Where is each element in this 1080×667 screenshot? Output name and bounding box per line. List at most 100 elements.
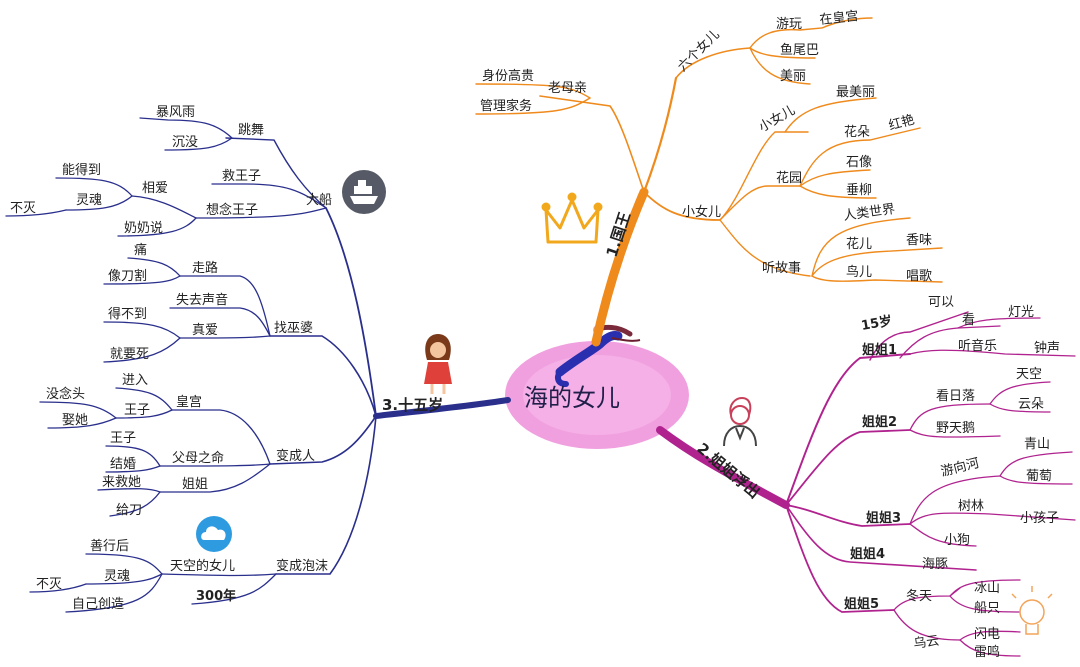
branch-2-label: 2.姐姐浮出 xyxy=(693,439,763,502)
b1-human-world: 人类世界 xyxy=(842,202,896,224)
woman-icon xyxy=(723,396,757,447)
b2-s5-ships: 船只 xyxy=(974,601,1000,616)
b3-prince-2: 王子 xyxy=(110,431,136,446)
b3-marry-her: 娶她 xyxy=(62,413,88,428)
b2-s1-can: 可以 xyxy=(928,295,954,310)
b2-s4-dolphin: 海豚 xyxy=(922,557,948,572)
b1-birds: 鸟儿 xyxy=(846,264,872,280)
b3-grow-label: 变成人 xyxy=(276,448,315,464)
b1-bright-red: 红艳 xyxy=(887,112,916,134)
b2-s5-thunder: 雷鸣 xyxy=(974,644,1000,660)
b2-s2-sunset: 看日落 xyxy=(936,388,975,404)
b1-play: 游玩 xyxy=(776,17,802,32)
b1-most-beautiful: 最美丽 xyxy=(836,85,875,100)
b3-parents: 父母之命 xyxy=(172,450,224,466)
b3-sink: 沉没 xyxy=(172,135,198,150)
b1-flower: 花朵 xyxy=(844,124,870,140)
girl-icon xyxy=(424,334,452,394)
b3-marry: 结婚 xyxy=(110,457,136,472)
b1-noble: 身份高贵 xyxy=(482,68,534,84)
b3-save-her: 来救她 xyxy=(102,474,141,490)
b1-garden: 花园 xyxy=(776,170,802,186)
b1-statue: 石像 xyxy=(846,155,872,170)
b3-foam-label: 变成泡沫 xyxy=(276,558,328,574)
b2-s2-clouds: 云朵 xyxy=(1018,397,1044,412)
b3-give-knife: 给刀 xyxy=(116,503,142,518)
b3-good-deeds: 善行后 xyxy=(90,538,129,554)
b2-s3-hills: 青山 xyxy=(1024,437,1050,452)
b2-s1-label: 姐姐1 xyxy=(862,342,897,358)
b3-love: 相爱 xyxy=(142,181,168,196)
b1-sing: 唱歌 xyxy=(906,269,932,284)
b3-immortal-2: 不灭 xyxy=(36,577,62,592)
b1-six-daughters: 六个女儿 xyxy=(675,27,723,75)
b3-true-love: 真爱 xyxy=(192,323,218,338)
b2-s2-sky: 天空 xyxy=(1016,367,1042,382)
branch-2-main-line xyxy=(656,426,790,509)
branch-1 xyxy=(475,17,943,347)
ship-icon xyxy=(342,170,386,214)
b3-300-years: 300年 xyxy=(196,588,236,604)
b3-dance: 跳舞 xyxy=(238,123,264,138)
branch-2 xyxy=(656,311,1076,657)
b1-tail: 鱼尾巴 xyxy=(780,42,819,58)
b1-palace: 在皇宫 xyxy=(819,9,859,28)
b2-s1-music: 听音乐 xyxy=(958,338,997,354)
b2-s1-15: 15岁 xyxy=(860,313,893,334)
b3-die: 就要死 xyxy=(110,347,149,362)
b3-no-idea: 没念头 xyxy=(46,386,85,402)
b2-s3-grapes: 葡萄 xyxy=(1026,469,1052,484)
b1-stories: 听故事 xyxy=(762,261,801,276)
b1-youngest-2: 小女儿 xyxy=(756,102,798,135)
b2-s5-lightning: 闪电 xyxy=(974,627,1000,642)
b3-sky-daughter: 天空的女儿 xyxy=(170,558,235,574)
lightbulb-icon xyxy=(1011,586,1053,635)
b3-knife: 像刀割 xyxy=(108,268,147,284)
b3-soul: 灵魂 xyxy=(76,192,102,208)
b2-s3-river: 游向河 xyxy=(939,455,981,480)
branch-3-main-line xyxy=(373,397,511,419)
cloud-icon xyxy=(196,516,232,552)
b3-lose-voice: 失去声音 xyxy=(176,292,228,308)
b3-grandma-said: 奶奶说 xyxy=(124,221,163,236)
b2-s3-woods: 树林 xyxy=(958,499,984,514)
b3-enter: 进入 xyxy=(122,373,148,388)
b3-pain: 痛 xyxy=(134,242,147,258)
b2-s5-iceberg: 冰山 xyxy=(974,581,1000,596)
b2-s4-label: 姐姐4 xyxy=(850,546,885,562)
b2-s3-children: 小孩子 xyxy=(1020,511,1059,526)
b3-not-get: 得不到 xyxy=(108,306,147,322)
b3-ship-label: 大船 xyxy=(306,193,332,208)
b2-s3-label: 姐姐3 xyxy=(866,510,901,526)
b2-s1-lights: 灯光 xyxy=(1008,305,1034,320)
b3-miss-prince: 想念王子 xyxy=(206,202,258,218)
b1-willow: 垂柳 xyxy=(846,183,872,198)
b3-rescue-prince: 救王子 xyxy=(222,168,261,184)
center-node: 海的女儿 xyxy=(505,324,689,449)
branch-3-label: 3.十五岁 xyxy=(382,396,443,414)
branch-1-main-line xyxy=(591,187,649,347)
b1-flowers: 花儿 xyxy=(846,236,872,252)
b3-sisters: 姐姐 xyxy=(182,477,208,492)
b3-gain: 能得到 xyxy=(62,162,101,178)
b3-immortal: 不灭 xyxy=(10,201,36,216)
b3-soul-2: 灵魂 xyxy=(104,568,130,584)
b2-s5-label: 姐姐5 xyxy=(844,596,879,612)
b3-palace: 皇宫 xyxy=(176,395,202,410)
b2-s2-label: 姐姐2 xyxy=(862,414,897,430)
branch-3 xyxy=(5,117,511,613)
b2-s5-darkclouds: 乌云 xyxy=(912,632,940,651)
b2-s3-puppy: 小狗 xyxy=(944,533,970,548)
crown-icon xyxy=(541,192,603,244)
b2-s1-see: 看 xyxy=(962,312,975,328)
b1-fragrance: 香味 xyxy=(906,233,932,248)
b1-pretty: 美丽 xyxy=(780,69,806,84)
b2-s5-winter: 冬天 xyxy=(906,588,932,604)
b1-grandmother: 老母亲 xyxy=(548,81,587,96)
b2-s2-swans: 野天鹅 xyxy=(936,420,975,436)
b2-s1-bells: 钟声 xyxy=(1034,340,1060,356)
b3-storm: 暴风雨 xyxy=(156,105,195,120)
b3-walk: 走路 xyxy=(192,260,218,276)
